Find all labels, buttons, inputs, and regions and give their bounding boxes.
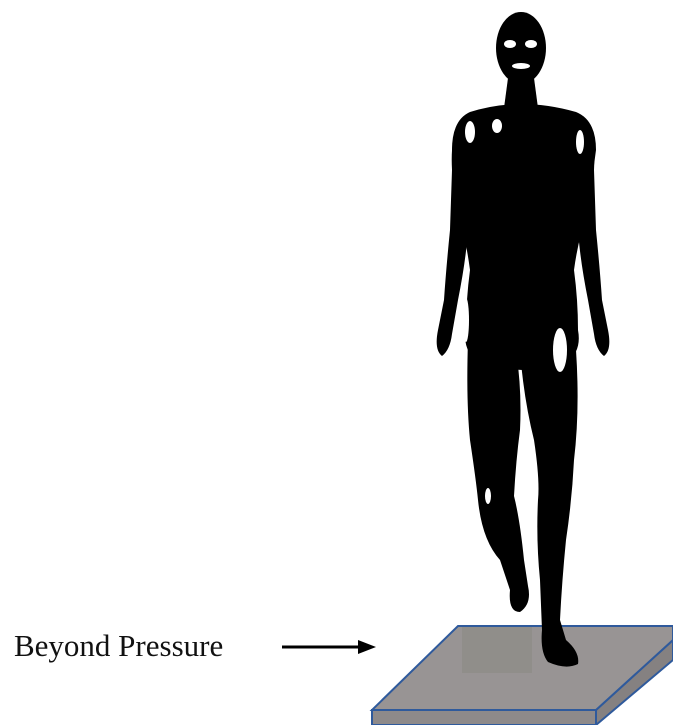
head	[496, 12, 546, 84]
knee-highlight	[485, 488, 491, 504]
chest-highlight	[492, 119, 502, 133]
arm-gap-left	[463, 298, 469, 342]
eye-highlight-right	[525, 40, 537, 48]
arm-right	[574, 120, 610, 356]
plate-shadow-patch	[462, 627, 532, 673]
shoulder-highlight-right	[576, 130, 584, 154]
leg-right	[520, 350, 578, 667]
mouth-highlight	[512, 63, 530, 69]
shoulder-highlight-left	[465, 121, 475, 143]
annotation-label: Beyond Pressure	[14, 630, 223, 661]
plate-front-face	[372, 710, 596, 725]
arrow-right-icon	[282, 640, 376, 654]
human-silhouette-icon	[437, 12, 610, 667]
eye-highlight-left	[504, 40, 516, 48]
neck	[504, 78, 538, 108]
pressure-plate	[372, 626, 673, 725]
leg-left	[467, 340, 529, 612]
hip-gap	[553, 328, 567, 372]
